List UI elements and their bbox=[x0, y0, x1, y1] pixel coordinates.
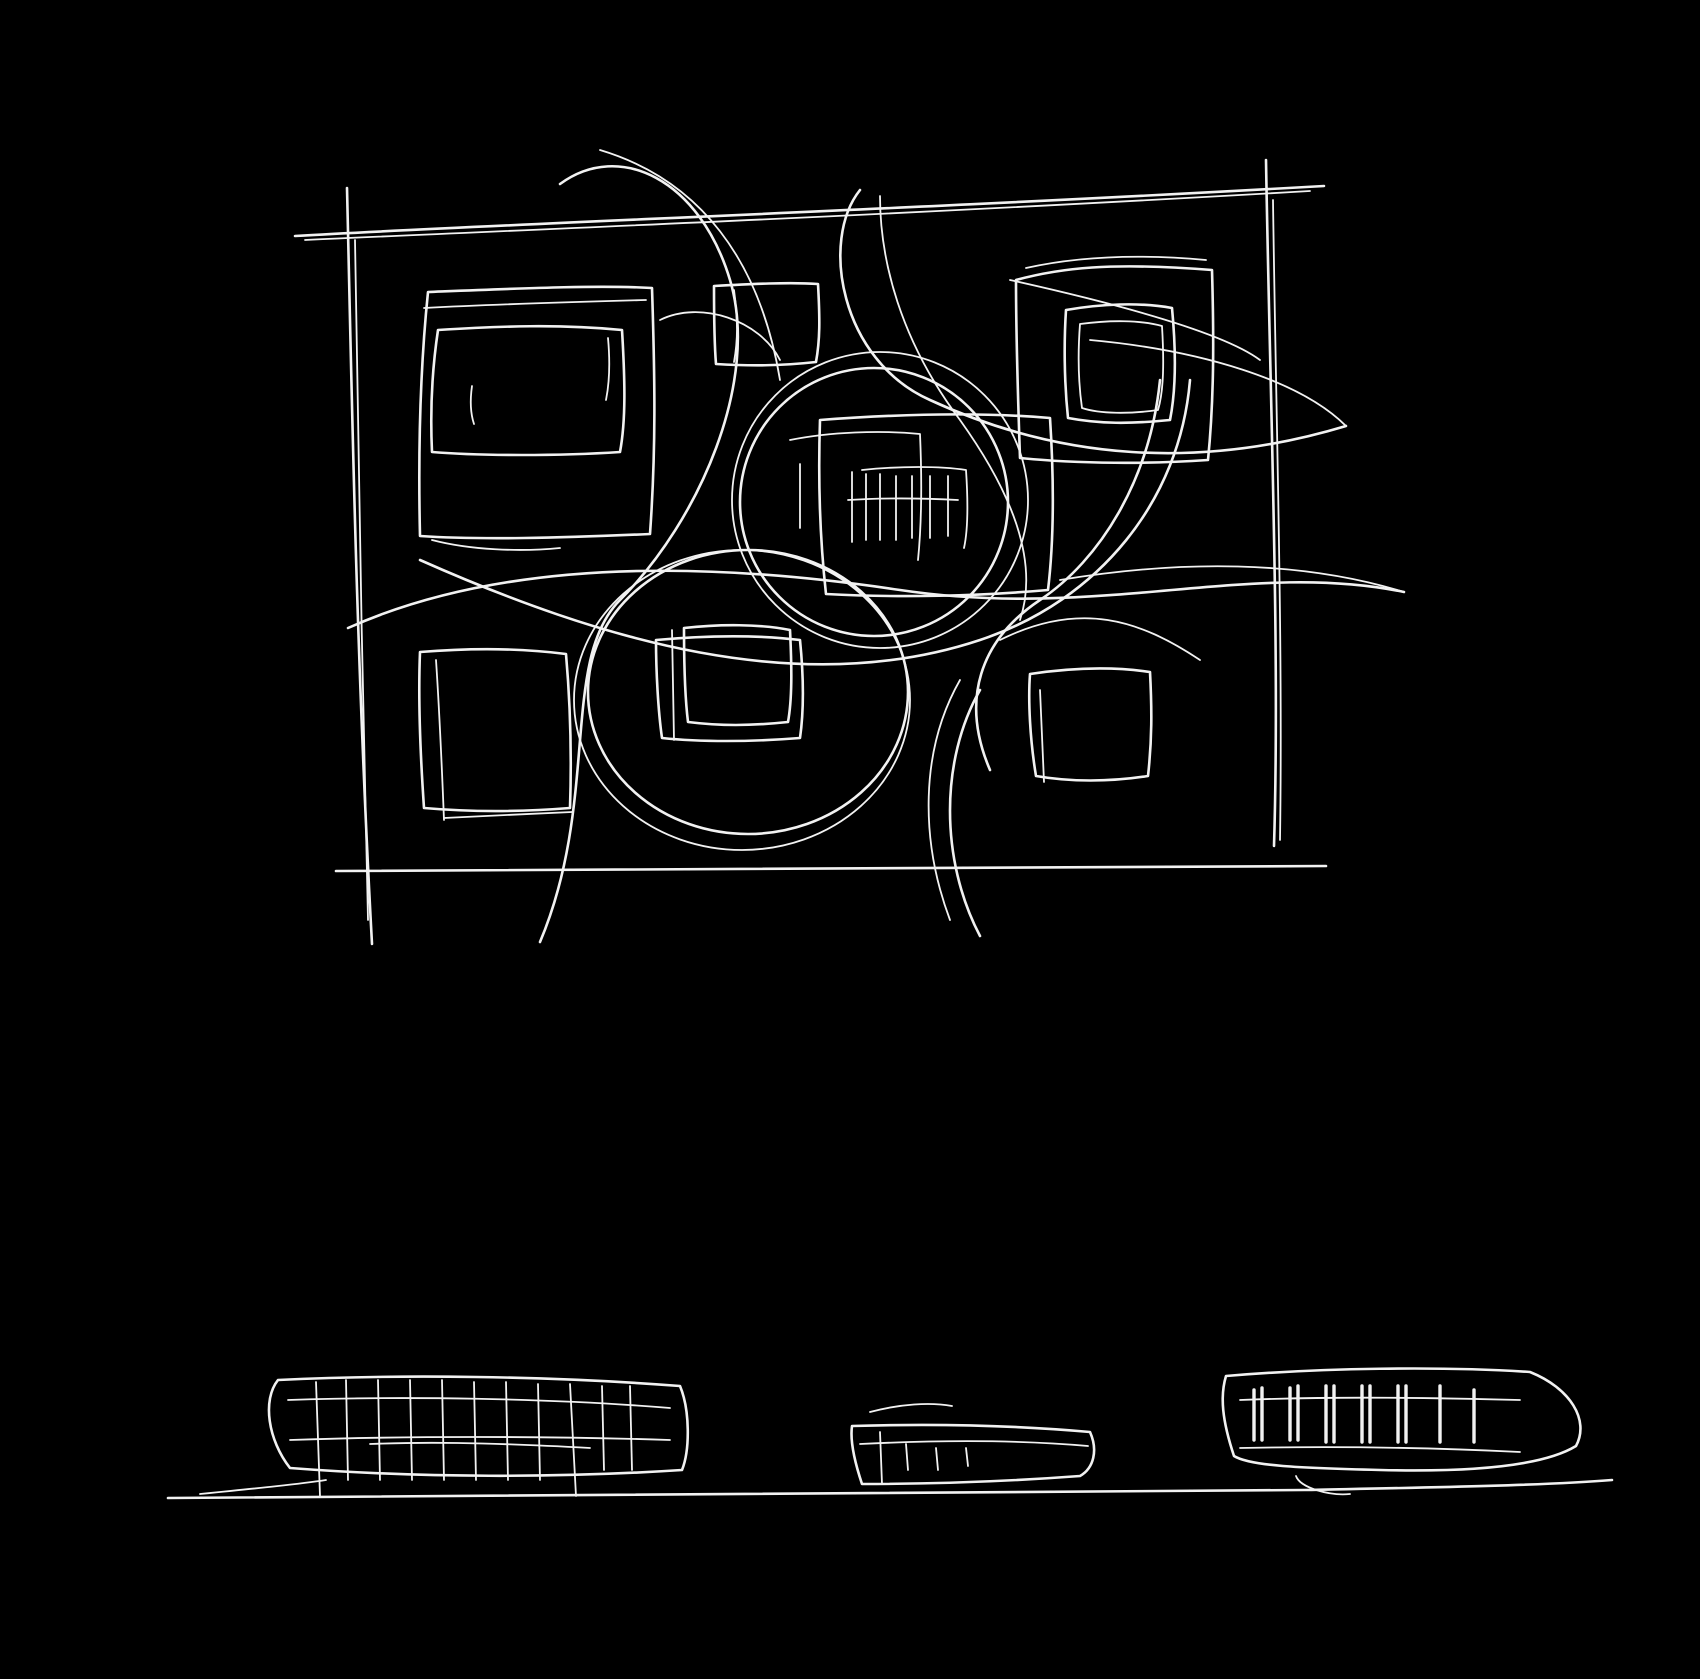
building-block-bottom-right bbox=[1027, 667, 1153, 783]
building-block-bottom-center bbox=[654, 623, 805, 743]
elevation-view bbox=[166, 1367, 1614, 1500]
elevation-building-middle bbox=[850, 1403, 1096, 1486]
circulation-loops bbox=[346, 149, 1406, 944]
building-block-top-left bbox=[417, 285, 656, 551]
ground-line bbox=[166, 1478, 1614, 1500]
building-block-top-right bbox=[1014, 255, 1215, 465]
site-boundary bbox=[293, 158, 1328, 946]
elevation-building-left bbox=[267, 1375, 690, 1497]
elevation-building-right bbox=[1221, 1367, 1582, 1496]
building-block-center bbox=[789, 413, 1055, 598]
plan-view bbox=[293, 149, 1406, 946]
building-block-bottom-left bbox=[417, 647, 573, 821]
